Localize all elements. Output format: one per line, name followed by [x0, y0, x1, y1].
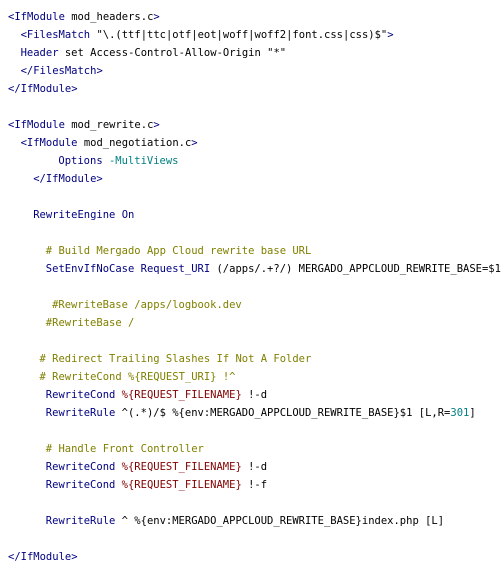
- code-token: #RewriteBase /: [45, 317, 135, 329]
- code-token: RewriteRule: [45, 515, 122, 527]
- code-token: </IfModule>: [33, 173, 103, 185]
- code-line: Header set Access-Control-Allow-Origin "…: [21, 44, 287, 62]
- code-token: mod_rewrite.c: [71, 119, 154, 131]
- code-token: RewriteRule: [45, 407, 122, 419]
- code-token: #RewriteBase /apps/logbook.dev: [52, 299, 242, 311]
- code-token: RewriteCond: [45, 461, 122, 473]
- code-token: %{REQUEST_FILENAME}: [121, 461, 242, 473]
- code-token: %{REQUEST_FILENAME}: [121, 389, 242, 401]
- code-token: <FilesMatch: [20, 29, 97, 41]
- code-line: </IfModule>: [33, 170, 103, 188]
- code-line: </IfModule>: [8, 80, 78, 98]
- code-line: RewriteCond %{REQUEST_FILENAME} !-f: [46, 476, 267, 494]
- code-token: >: [387, 29, 394, 41]
- code-token: </IfModule>: [8, 83, 78, 95]
- code-line: RewriteCond %{REQUEST_FILENAME} !-d: [46, 386, 267, 404]
- code-line: Options -MultiViews: [58, 152, 178, 170]
- code-line: <IfModule mod_rewrite.c>: [8, 116, 160, 134]
- code-token: ^ %{env:MERGADO_APPCLOUD_REWRITE_BASE}in…: [121, 515, 445, 527]
- code-token: RewriteCond: [45, 479, 122, 491]
- code-token: ]: [469, 407, 476, 419]
- code-token: >: [153, 119, 160, 131]
- code-token: # Handle Front Controller: [45, 443, 204, 455]
- code-token: <IfModule: [8, 11, 72, 23]
- code-token: 301: [450, 407, 470, 419]
- code-token: set Access-Control-Allow-Origin "*": [64, 47, 287, 59]
- htaccess-code-view: <IfModule mod_headers.c><FilesMatch "\.(…: [8, 8, 501, 566]
- code-line: # Build Mergado App Cloud rewrite base U…: [46, 242, 312, 260]
- code-token: RewriteCond: [45, 389, 122, 401]
- code-token: <IfModule: [8, 119, 72, 131]
- code-line: # RewriteCond %{REQUEST_URI} !^: [40, 368, 236, 386]
- code-token: </FilesMatch>: [20, 65, 103, 77]
- code-line: <IfModule mod_negotiation.c>: [21, 134, 198, 152]
- code-token: <IfModule: [20, 137, 84, 149]
- code-line: RewriteRule ^(.*)/$ %{env:MERGADO_APPCLO…: [46, 404, 476, 422]
- code-token: !-d: [241, 389, 268, 401]
- code-token: </IfModule>: [8, 551, 78, 563]
- code-token: %{REQUEST_FILENAME}: [121, 479, 242, 491]
- code-token: !-d: [241, 461, 268, 473]
- code-token: # Redirect Trailing Slashes If Not A Fol…: [39, 353, 312, 365]
- code-line: # Redirect Trailing Slashes If Not A Fol…: [40, 350, 312, 368]
- code-line: <IfModule mod_headers.c>: [8, 8, 160, 26]
- code-line: SetEnvIfNoCase Request_URI (/apps/.+?/) …: [46, 260, 501, 278]
- code-token: # Build Mergado App Cloud rewrite base U…: [45, 245, 312, 257]
- code-token: >: [191, 137, 198, 149]
- code-token: Options: [58, 155, 109, 167]
- code-line: #RewriteBase /apps/logbook.dev: [52, 296, 242, 314]
- code-token: >: [153, 11, 160, 23]
- code-token: On: [121, 209, 135, 221]
- code-line: </IfModule>: [8, 548, 78, 566]
- code-token: "\.(ttf|ttc|otf|eot|woff|woff2|font.css|…: [96, 29, 388, 41]
- code-line: <FilesMatch "\.(ttf|ttc|otf|eot|woff|wof…: [21, 26, 394, 44]
- code-line: RewriteEngine On: [33, 206, 134, 224]
- code-token: Request_URI: [140, 263, 217, 275]
- code-token: ^(.*)/$ %{env:MERGADO_APPCLOUD_REWRITE_B…: [121, 407, 451, 419]
- code-token: RewriteEngine: [33, 209, 122, 221]
- code-token: (/apps/.+?/) MERGADO_APPCLOUD_REWRITE_BA…: [216, 263, 501, 275]
- code-token: # RewriteCond %{REQUEST_URI} !^: [39, 371, 236, 383]
- code-token: mod_negotiation.c: [83, 137, 192, 149]
- code-token: mod_headers.c: [71, 11, 154, 23]
- code-line: RewriteRule ^ %{env:MERGADO_APPCLOUD_REW…: [46, 512, 444, 530]
- code-token: !-f: [241, 479, 268, 491]
- code-token: Header: [20, 47, 65, 59]
- code-line: </FilesMatch>: [21, 62, 103, 80]
- code-line: # Handle Front Controller: [46, 440, 204, 458]
- code-line: RewriteCond %{REQUEST_FILENAME} !-d: [46, 458, 267, 476]
- code-token: SetEnvIfNoCase: [45, 263, 141, 275]
- code-line: #RewriteBase /: [46, 314, 135, 332]
- code-token: -MultiViews: [108, 155, 179, 167]
